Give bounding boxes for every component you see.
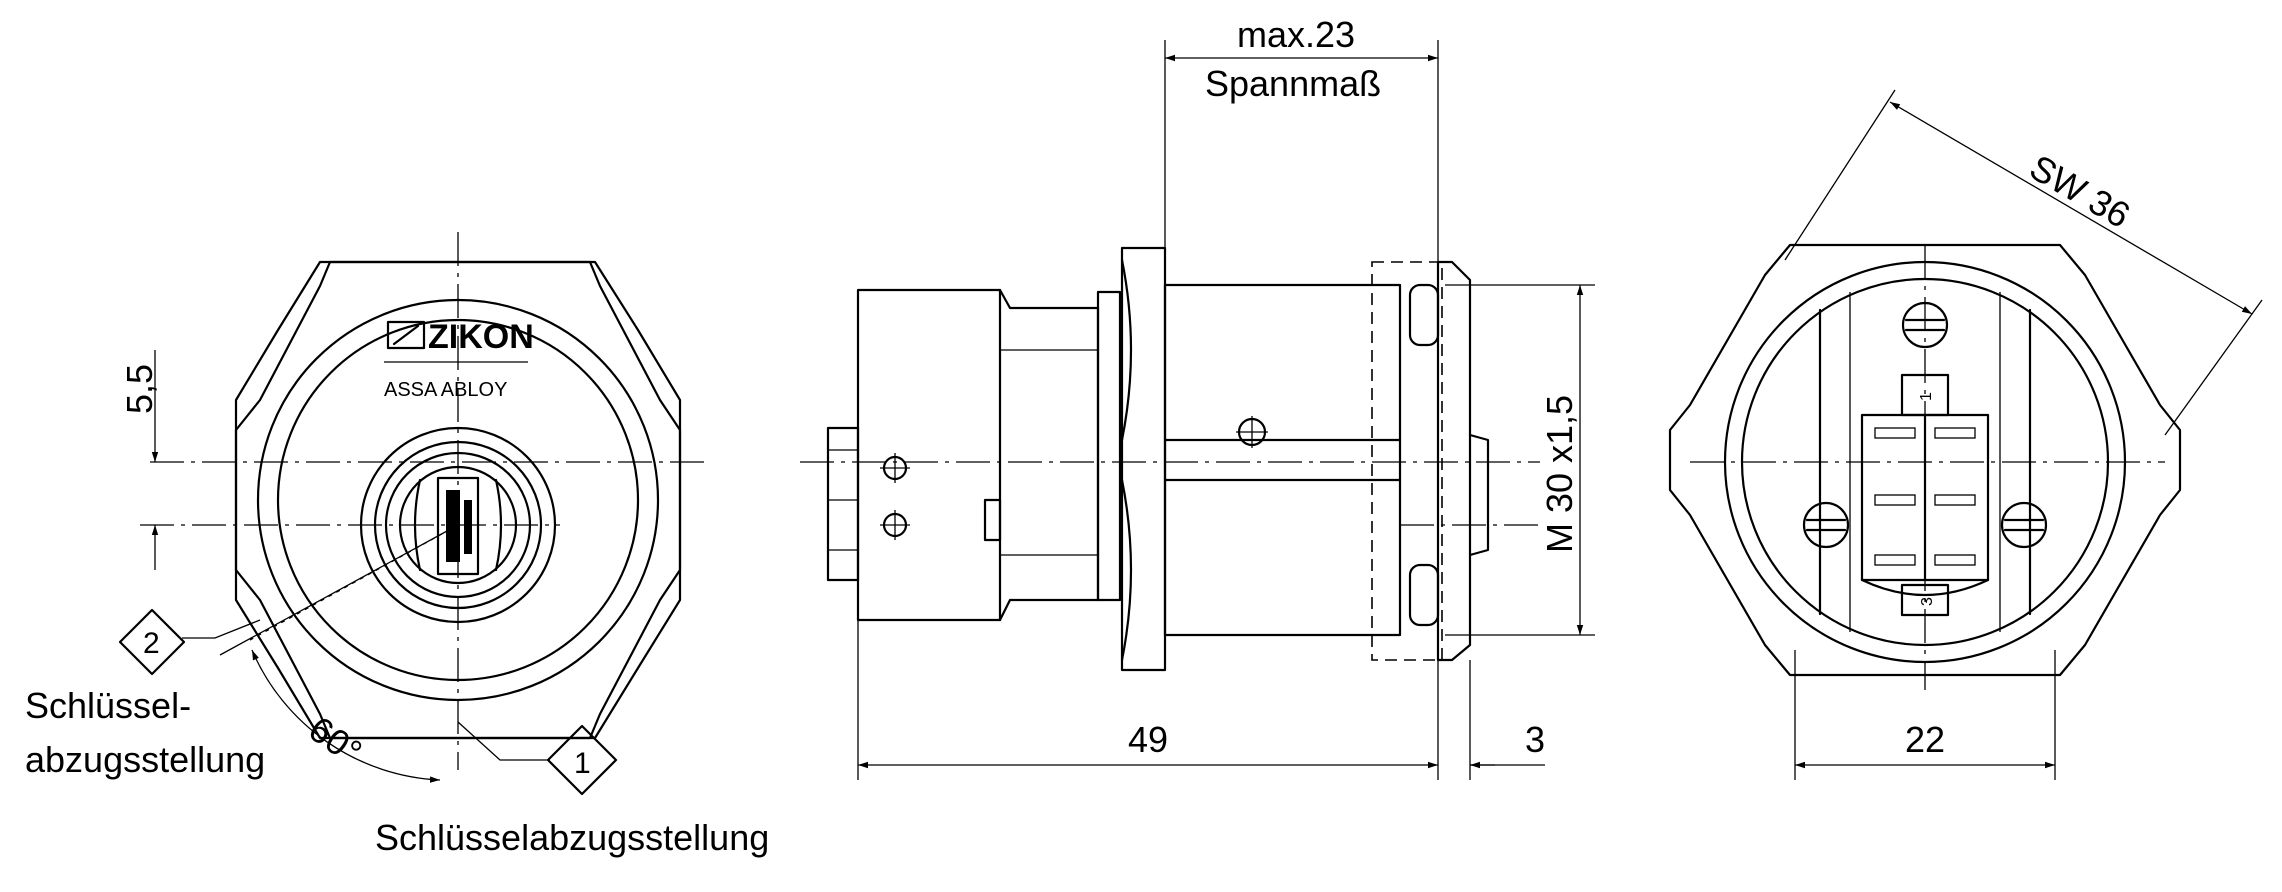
front-marker-2-leader [182,619,261,639]
rear-cam-label-bottom: 3 [1919,597,1936,606]
front-angle-label: 60° [301,708,369,773]
rear-cam-slot-3 [1874,494,1916,506]
side-body [1163,283,1402,637]
side-thread-upper [1408,283,1440,347]
front-marker-1-diamond [546,724,618,796]
side-nut-shoulder [1096,290,1122,602]
rear-dim-across-flats [1889,101,2253,315]
front-brand-logo-box [386,320,426,350]
side-dim-length-label: 49 [1128,719,1168,760]
side-collar [1436,260,1472,662]
front-marker-2-label: 2 [143,627,160,660]
rear-dim-across-flats-ext-top [1784,89,1896,261]
rear-cam-slot-6 [1934,554,1976,566]
side-nut [1120,246,1167,672]
rear-dim-width-label: 22 [1905,719,1945,760]
side-cam [826,426,860,582]
front-marker-1-label: 1 [574,747,591,780]
front-marker-1-leader [457,721,550,761]
rear-cam-base-curve [1860,578,1990,597]
front-marker-2-diamond [118,608,186,676]
side-dim-clamp-value: max.23 [1237,14,1355,55]
rear-dim-across-flats-label: SW 36 [2023,146,2137,236]
rear-cam-slot-2 [1934,427,1976,439]
rear-screw-right [2000,501,2048,549]
front-hex-chamfer [234,260,682,740]
front-brand-logo-mark [392,324,420,346]
side-dim-thread-label: M 30 x1,5 [1539,395,1580,553]
rear-view: 1 3 SW 36 22 [1668,89,2263,780]
front-keyway-curve-right [494,478,503,572]
side-view: max.23 Spannmaß M 30 x1,5 49 3 [800,14,1595,780]
side-nut-curve-2 [1120,478,1133,662]
rear-cam-slot-4 [1934,494,1976,506]
front-key-removal-1-label: Schlüsselabzugsstellung [375,817,769,858]
rear-screw-left [1802,501,1850,549]
side-plug-face [1468,433,1490,557]
side-dim-clamp-label: Spannmaß [1205,63,1381,104]
front-keyway-slot [446,490,460,562]
side-nut-curve-1 [1120,258,1133,442]
rear-dim-across-flats-ext-bottom [2164,299,2263,436]
side-dim-protrusion-label: 3 [1525,719,1545,760]
front-brand-sub: ASSA ABLOY [384,379,507,401]
rear-cam-slot-1 [1874,427,1916,439]
front-dim-offset-label: 5,5 [119,364,160,414]
front-keyway-slot-2 [464,500,472,554]
front-brand-name: ZIKON [428,318,534,356]
front-key-removal-2-line1: Schlüssel- [25,685,191,726]
front-key-removal-ext [249,524,459,641]
side-housing-tab [983,498,1002,542]
front-key-removal-2-line2: abzugsstellung [25,739,265,780]
side-housing [856,288,1100,622]
front-view: ZIKON ASSA ABLOY 5,5 60° 2 Schlüssel- ab… [25,232,769,858]
rear-hex [1668,243,2182,677]
side-thread-hidden [1371,261,1443,661]
rear-cam-label-top: 1 [1918,392,1935,401]
front-angle-arc [251,649,441,783]
rear-cam-slot-5 [1874,554,1916,566]
side-thread-lower [1408,563,1440,627]
